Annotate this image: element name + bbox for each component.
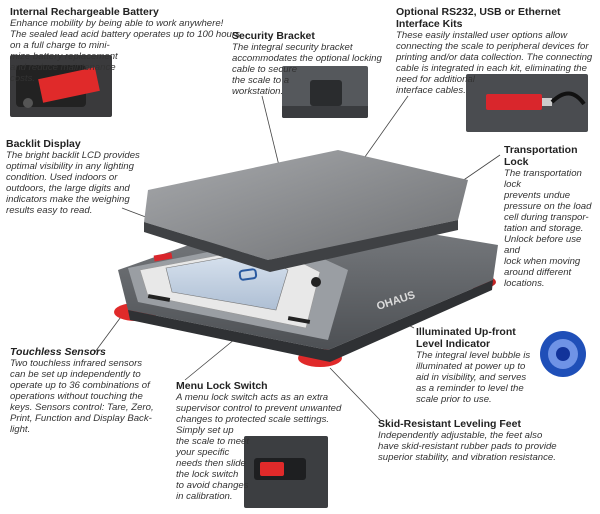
interface-title: Optional RS232, USB or Ethernet Interfac… xyxy=(396,6,561,30)
level-title: Illuminated Up-front Level Indicator xyxy=(416,326,516,350)
scale-base-edge xyxy=(128,280,493,362)
lcd-glyph xyxy=(238,268,258,281)
callout-backlit: Backlit Display The bright backlit LCD p… xyxy=(6,138,146,216)
level-bubble xyxy=(311,277,321,287)
interface-body: These easily installed user options allo… xyxy=(396,30,593,96)
leader-feet xyxy=(329,367,381,421)
brand-badge xyxy=(153,252,173,262)
pan-edge xyxy=(144,220,458,272)
battery-body: Enhance mobility by being able to work a… xyxy=(10,18,240,84)
callout-touchless: Touchless Sensors Two touchless infrared… xyxy=(10,346,180,435)
callout-battery: Internal Rechargeable Battery Enhance mo… xyxy=(10,6,270,84)
callout-transport: Transportation Lock The transportation l… xyxy=(504,144,598,289)
scale-illustration: OHAUS xyxy=(114,150,498,367)
backlit-body: The bright backlit LCD provides optimal … xyxy=(6,150,140,216)
security-body: The integral security bracket accommodat… xyxy=(232,42,382,97)
sensor-right xyxy=(287,316,311,324)
callout-menulock: Menu Lock Switch A menu lock switch acts… xyxy=(176,380,356,502)
weighing-pan xyxy=(144,150,468,260)
menu-lock-photo xyxy=(244,436,328,508)
transport-body: The transportation lock prevents undue p… xyxy=(504,168,592,289)
security-bracket-photo xyxy=(282,66,368,118)
level-indicator-photo xyxy=(537,328,589,380)
battery-title: Internal Rechargeable Battery xyxy=(10,6,159,18)
security-title: Security Bracket xyxy=(232,30,315,42)
callout-security: Security Bracket The integral security b… xyxy=(232,30,382,97)
touchless-title: Touchless Sensors xyxy=(10,346,106,358)
interface-kit-photo xyxy=(466,74,588,132)
menulock-body: A menu lock switch acts as an extra supe… xyxy=(176,392,342,502)
transport-title: Transportation Lock xyxy=(504,144,578,168)
battery-photo xyxy=(10,55,112,117)
level-body: The integral level bubble is illuminated… xyxy=(416,350,531,405)
backlit-title: Backlit Display xyxy=(6,138,81,150)
touchless-body: Two touchless infrared sensors can be se… xyxy=(10,358,154,435)
sensor-left xyxy=(147,294,171,302)
callout-interface: Optional RS232, USB or Ethernet Interfac… xyxy=(396,6,596,96)
feet-title: Skid-Resistant Leveling Feet xyxy=(378,418,521,430)
callout-level: Illuminated Up-front Level Indicator The… xyxy=(416,326,596,405)
menulock-title: Menu Lock Switch xyxy=(176,380,268,392)
feet-body: Independently adjustable, the feet also … xyxy=(378,430,557,463)
callout-feet: Skid-Resistant Leveling Feet Independent… xyxy=(378,418,598,463)
